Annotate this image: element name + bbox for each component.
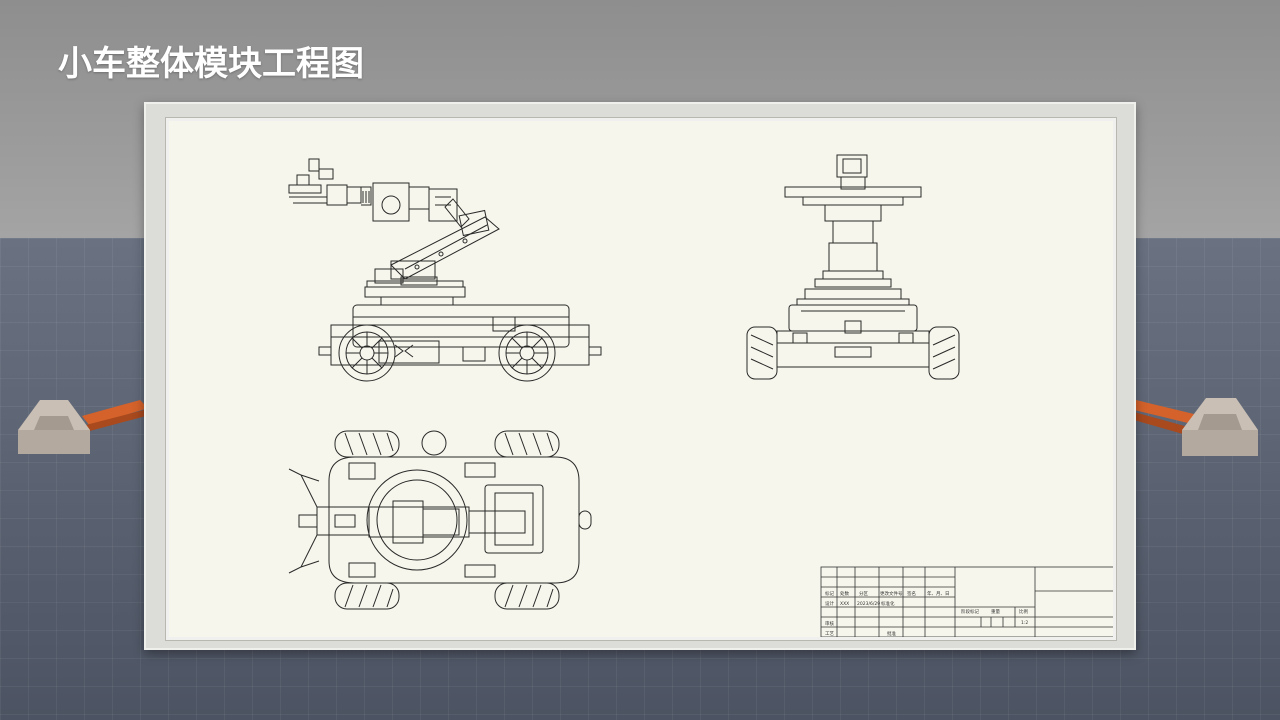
whiteboard-frame: 标记 处数 分区 更改文件号 签名 年、月、日 设计 XXX 2023/6/29… [144,102,1136,650]
engineering-drawing: 标记 处数 分区 更改文件号 签名 年、月、日 设计 XXX 2023/6/29… [169,151,1113,637]
tb-review: 审核 [825,620,834,627]
title-block-text: 标记 处数 分区 更改文件号 签名 年、月、日 设计 XXX 2023/6/29… [825,590,1028,637]
side-view [288,158,602,382]
tb-design: 设计 [825,600,834,607]
tb-scale-label: 比例 [1019,608,1028,615]
tb-weight: 重量 [991,608,1000,615]
tb-stage-mark: 阶段标记 [961,608,979,615]
tb-change-doc: 更改文件号 [880,590,903,597]
tb-date: 年、月、日 [927,590,950,597]
right-prop [1134,398,1258,456]
tb-count: 处数 [840,590,849,597]
tb-zone: 分区 [859,590,868,597]
tb-design-date: 2023/6/29 [857,601,880,607]
tb-designer: XXX [840,601,849,607]
tb-standardize: 标准化 [881,600,895,607]
title-block [820,566,1113,637]
tb-process: 工艺 [825,631,834,637]
top-view [288,430,592,610]
slide-title: 小车整体模块工程图 [58,44,364,84]
left-prop [18,400,148,454]
border-ticks [169,151,1113,511]
tb-approve: 批准 [887,630,896,637]
drawing-paper: 标记 处数 分区 更改文件号 签名 年、月、日 设计 XXX 2023/6/29… [165,117,1117,641]
front-view [746,154,960,380]
tb-scale-value: 1:2 [1021,620,1028,626]
tb-sign: 签名 [907,590,916,597]
tb-mark: 标记 [825,590,834,597]
